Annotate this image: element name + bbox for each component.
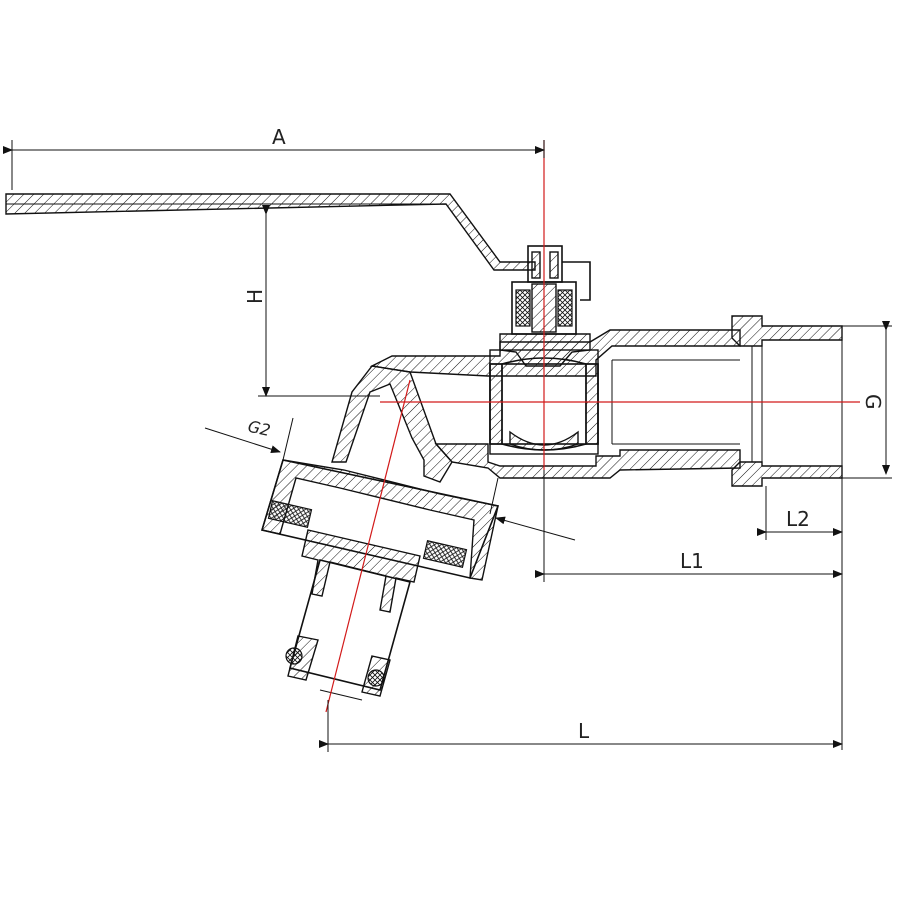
dimension-g2: G2 <box>204 417 576 541</box>
inlet-thread-end <box>731 315 843 487</box>
dimension-a: A <box>3 125 545 190</box>
dimension-h: H <box>243 205 380 397</box>
outlet-spout <box>260 365 500 701</box>
dim-label-g2: G2 <box>246 417 272 440</box>
dim-label-l1: L1 <box>680 549 704 573</box>
dimension-l1: L1 <box>535 470 843 582</box>
dimension-g: G <box>842 321 892 479</box>
dim-label-h: H <box>243 289 267 304</box>
dim-label-l2: L2 <box>786 507 810 531</box>
dim-label-l: L <box>578 719 590 743</box>
valve-body <box>369 329 741 479</box>
dimension-l2: L2 <box>757 478 843 750</box>
dimension-l: L <box>319 700 843 752</box>
centerlines <box>325 140 860 713</box>
dim-label-a: A <box>272 125 286 149</box>
lever-handle <box>5 193 536 271</box>
dim-label-g: G <box>861 394 885 410</box>
